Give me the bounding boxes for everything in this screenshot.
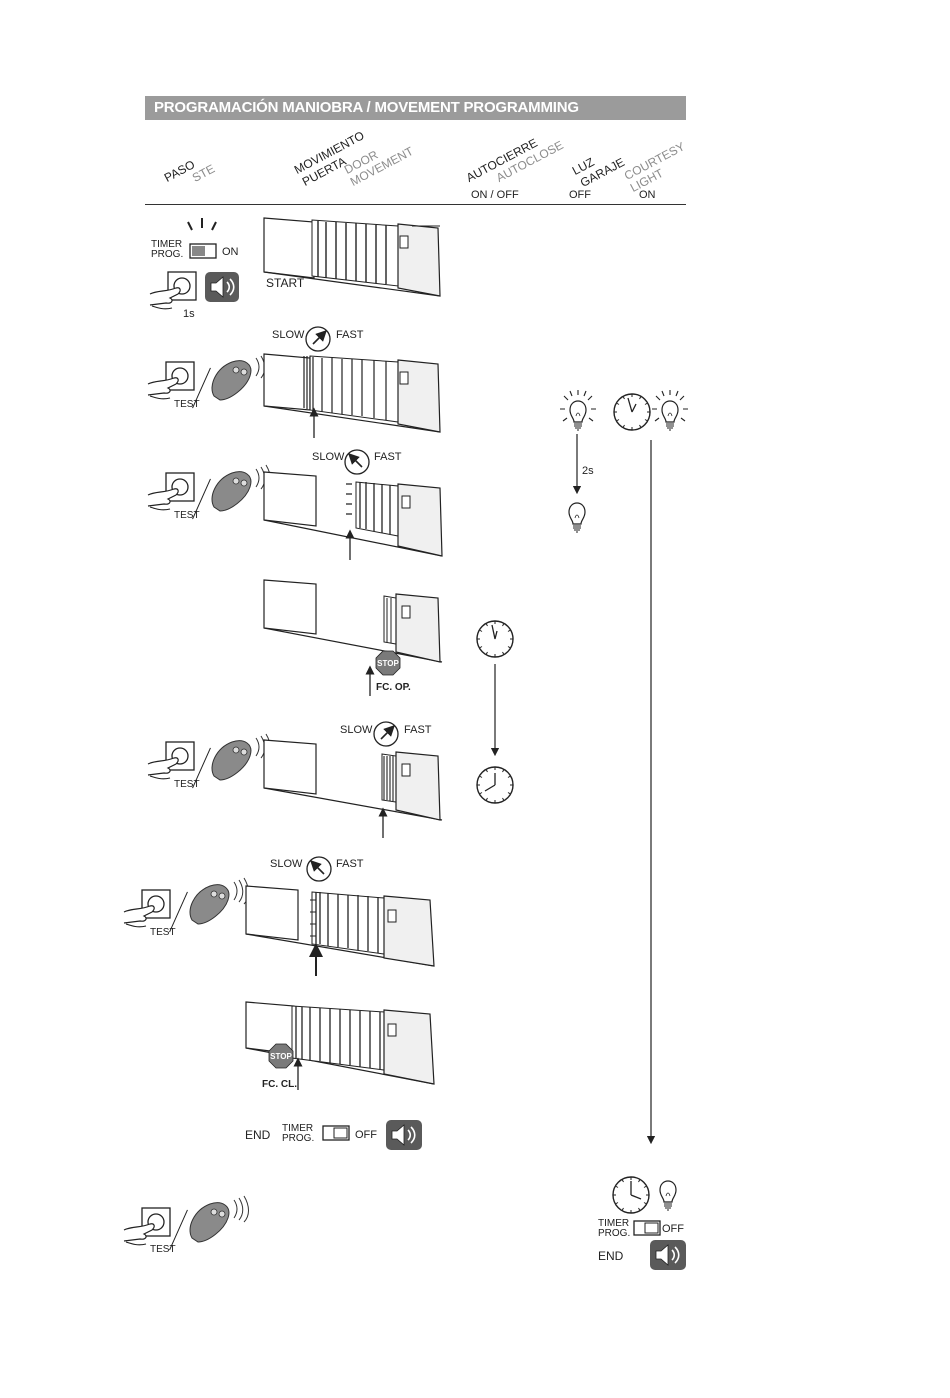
col-autoclose-states: ON / OFF bbox=[471, 189, 519, 201]
one-second-label: 1s bbox=[183, 308, 195, 320]
test-label-1: TEST bbox=[174, 399, 200, 410]
courtesy-light-timeline-arrow bbox=[646, 440, 656, 1145]
remote-control-icon[interactable] bbox=[206, 464, 271, 513]
header-bar bbox=[145, 96, 686, 120]
door-scene-start bbox=[263, 217, 441, 297]
position-arrow-icon bbox=[378, 807, 388, 838]
autoclose-arrow bbox=[490, 664, 500, 757]
speaker-icon bbox=[386, 1120, 422, 1150]
stop-text-1: STOP bbox=[377, 659, 399, 668]
stop-text-2: STOP bbox=[270, 1052, 292, 1061]
page-title: PROGRAMACIÓN MANIOBRA / MOVEMENT PROGRAM… bbox=[154, 99, 579, 116]
remote-control-icon[interactable] bbox=[206, 733, 271, 782]
col-light-off: OFF bbox=[569, 189, 591, 201]
limit-arrow-icon bbox=[365, 665, 375, 696]
start-label: START bbox=[266, 276, 305, 290]
door-scene-closed bbox=[245, 1001, 435, 1085]
stop-sign-icon: STOP bbox=[375, 650, 401, 676]
push-button-icon bbox=[149, 271, 197, 310]
prog-label: PROG. bbox=[282, 1133, 315, 1144]
light-bulb-on-icon bbox=[652, 390, 688, 432]
speaker-icon bbox=[205, 272, 239, 302]
slow-label-1: SLOW bbox=[272, 329, 305, 341]
remote-control-icon[interactable] bbox=[206, 353, 271, 402]
clock-icon bbox=[476, 766, 514, 804]
fast-label-2: FAST bbox=[374, 451, 402, 463]
door-scene-opening bbox=[263, 353, 441, 433]
timer-switch-icon bbox=[189, 243, 217, 259]
stop-sign-icon: STOP bbox=[268, 1043, 294, 1069]
prog-label: PROG. bbox=[151, 249, 184, 260]
fast-label-3: FAST bbox=[404, 724, 432, 736]
door-scene-opening-slow bbox=[263, 471, 443, 557]
clock-icon bbox=[476, 620, 514, 658]
test-label-4: TEST bbox=[150, 927, 176, 938]
test-label-5: TEST bbox=[150, 1244, 176, 1255]
col-light-on: ON bbox=[639, 189, 656, 201]
blink-indicator-icon bbox=[187, 218, 217, 231]
header-divider bbox=[145, 204, 686, 205]
slow-label-3: SLOW bbox=[340, 724, 373, 736]
clock-icon bbox=[612, 1176, 650, 1214]
test-label-3: TEST bbox=[174, 779, 200, 790]
timer-switch-icon bbox=[633, 1220, 661, 1236]
door-scene-open bbox=[263, 579, 443, 663]
prog-label: PROG. bbox=[598, 1228, 631, 1239]
speed-dial-icon bbox=[306, 856, 332, 882]
timing-arrow-2s bbox=[572, 434, 582, 495]
light-bulb-off-icon bbox=[568, 502, 586, 533]
fast-label-4: FAST bbox=[336, 858, 364, 870]
position-arrow-icon bbox=[309, 943, 323, 976]
timer-label: TIMER bbox=[151, 239, 183, 250]
slow-label-4: SLOW bbox=[270, 858, 303, 870]
two-seconds-label: 2s bbox=[582, 465, 594, 477]
speed-dial-icon bbox=[373, 721, 399, 747]
fc-op-label: FC. OP. bbox=[376, 682, 411, 693]
switch-off-label-2: OFF bbox=[662, 1223, 684, 1235]
speed-dial-icon bbox=[344, 449, 370, 475]
test-label-2: TEST bbox=[174, 510, 200, 521]
end-label-2: END bbox=[598, 1249, 624, 1263]
door-scene-closing-slow bbox=[245, 885, 435, 967]
remote-control-icon[interactable] bbox=[184, 1195, 249, 1244]
light-bulb-off-icon bbox=[659, 1180, 677, 1211]
fast-label-1: FAST bbox=[336, 329, 364, 341]
slow-label-2: SLOW bbox=[312, 451, 345, 463]
fc-cl-label: FC. CL. bbox=[262, 1079, 297, 1090]
remote-control-icon[interactable] bbox=[184, 877, 249, 926]
position-arrow-icon bbox=[309, 407, 319, 438]
switch-off-label-1: OFF bbox=[355, 1129, 377, 1141]
light-bulb-on-icon bbox=[560, 390, 596, 432]
position-arrow-icon bbox=[345, 529, 355, 560]
timer-switch-icon bbox=[322, 1125, 350, 1141]
limit-arrow-icon bbox=[293, 1057, 303, 1090]
clock-icon bbox=[613, 393, 651, 431]
timer-label: TIMER bbox=[282, 1123, 314, 1134]
end-label-1: END bbox=[245, 1128, 271, 1142]
timer-label: TIMER bbox=[598, 1218, 630, 1229]
switch-on-label: ON bbox=[222, 246, 239, 258]
door-scene-closing-start bbox=[263, 739, 443, 821]
speed-dial-icon bbox=[305, 326, 331, 352]
speaker-icon bbox=[650, 1240, 686, 1270]
